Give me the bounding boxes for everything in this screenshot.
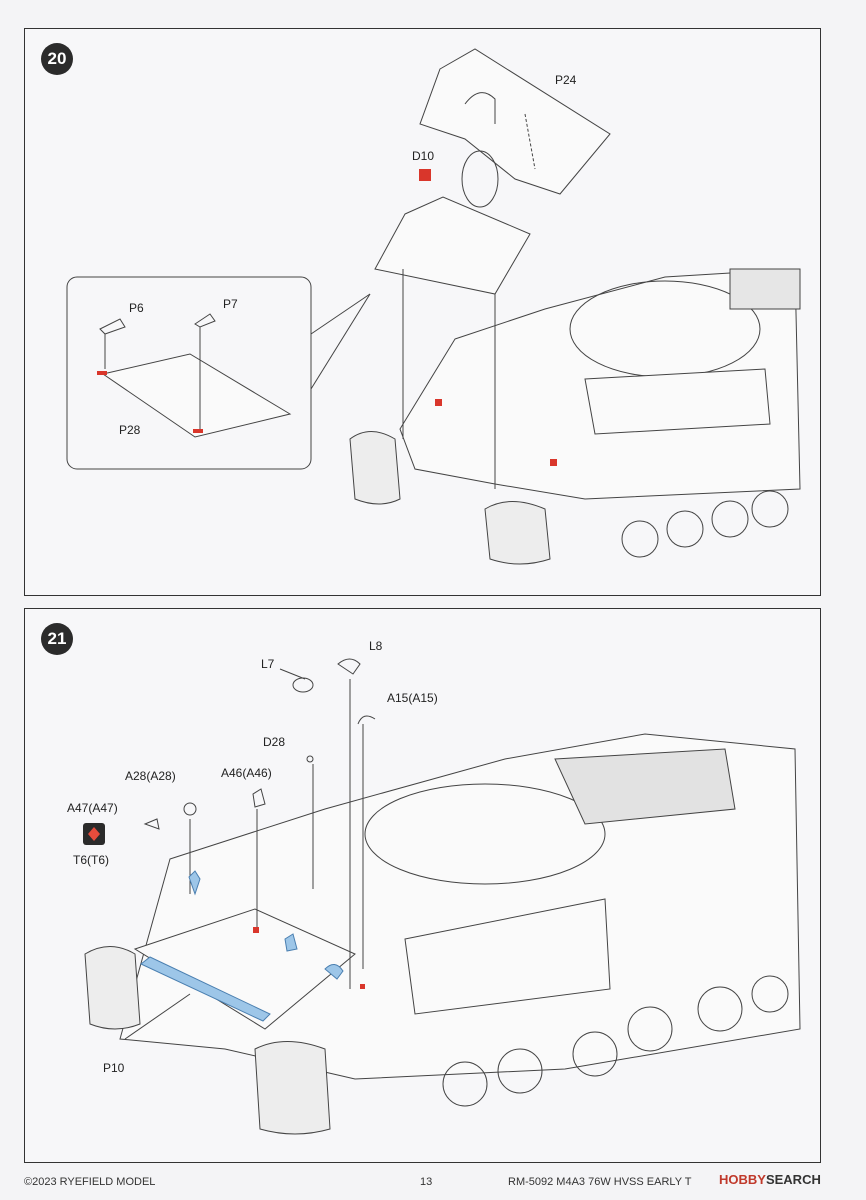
- part-label-p6: P6: [129, 301, 144, 315]
- part-label-a15: A15(A15): [387, 691, 438, 705]
- part-label-l7: L7: [261, 657, 275, 671]
- part-label-p10: P10: [103, 1061, 125, 1075]
- p10-highlight: [140, 956, 271, 1022]
- part-label-a28: A28(A28): [125, 769, 176, 783]
- part-label-p7: P7: [223, 297, 238, 311]
- footer-copyright: ©2023 RYEFIELD MODEL: [24, 1176, 156, 1188]
- part-label-t6: T6(T6): [73, 853, 109, 867]
- part-label-p28: P28: [119, 423, 141, 437]
- watermark-brand-a: HOBBY: [719, 1172, 766, 1187]
- step-number-badge: 21: [41, 623, 73, 655]
- part-label-a46: A46(A46): [221, 766, 272, 780]
- part-label-l8: L8: [369, 639, 383, 653]
- watermark-brand-b: SEARCH: [765, 1172, 821, 1187]
- part-label-a47: A47(A47): [67, 801, 118, 815]
- product-name: RM-5092 M4A3 76W HVSS EARLY T: [508, 1176, 692, 1188]
- part-label-p24: P24: [555, 73, 577, 87]
- step-20-panel: 20: [24, 28, 821, 596]
- step-number-badge: 20: [41, 43, 73, 75]
- hobbysearch-watermark: HOBBYSEARCH: [719, 1172, 821, 1187]
- step-20-tank-drawing: [66, 48, 801, 565]
- page-number: 13: [420, 1176, 433, 1188]
- step-21-tank-drawing: [83, 658, 801, 1135]
- step-21-panel: 21: [24, 608, 821, 1163]
- part-label-d10: D10: [412, 149, 435, 163]
- part-label-d28: D28: [263, 735, 286, 749]
